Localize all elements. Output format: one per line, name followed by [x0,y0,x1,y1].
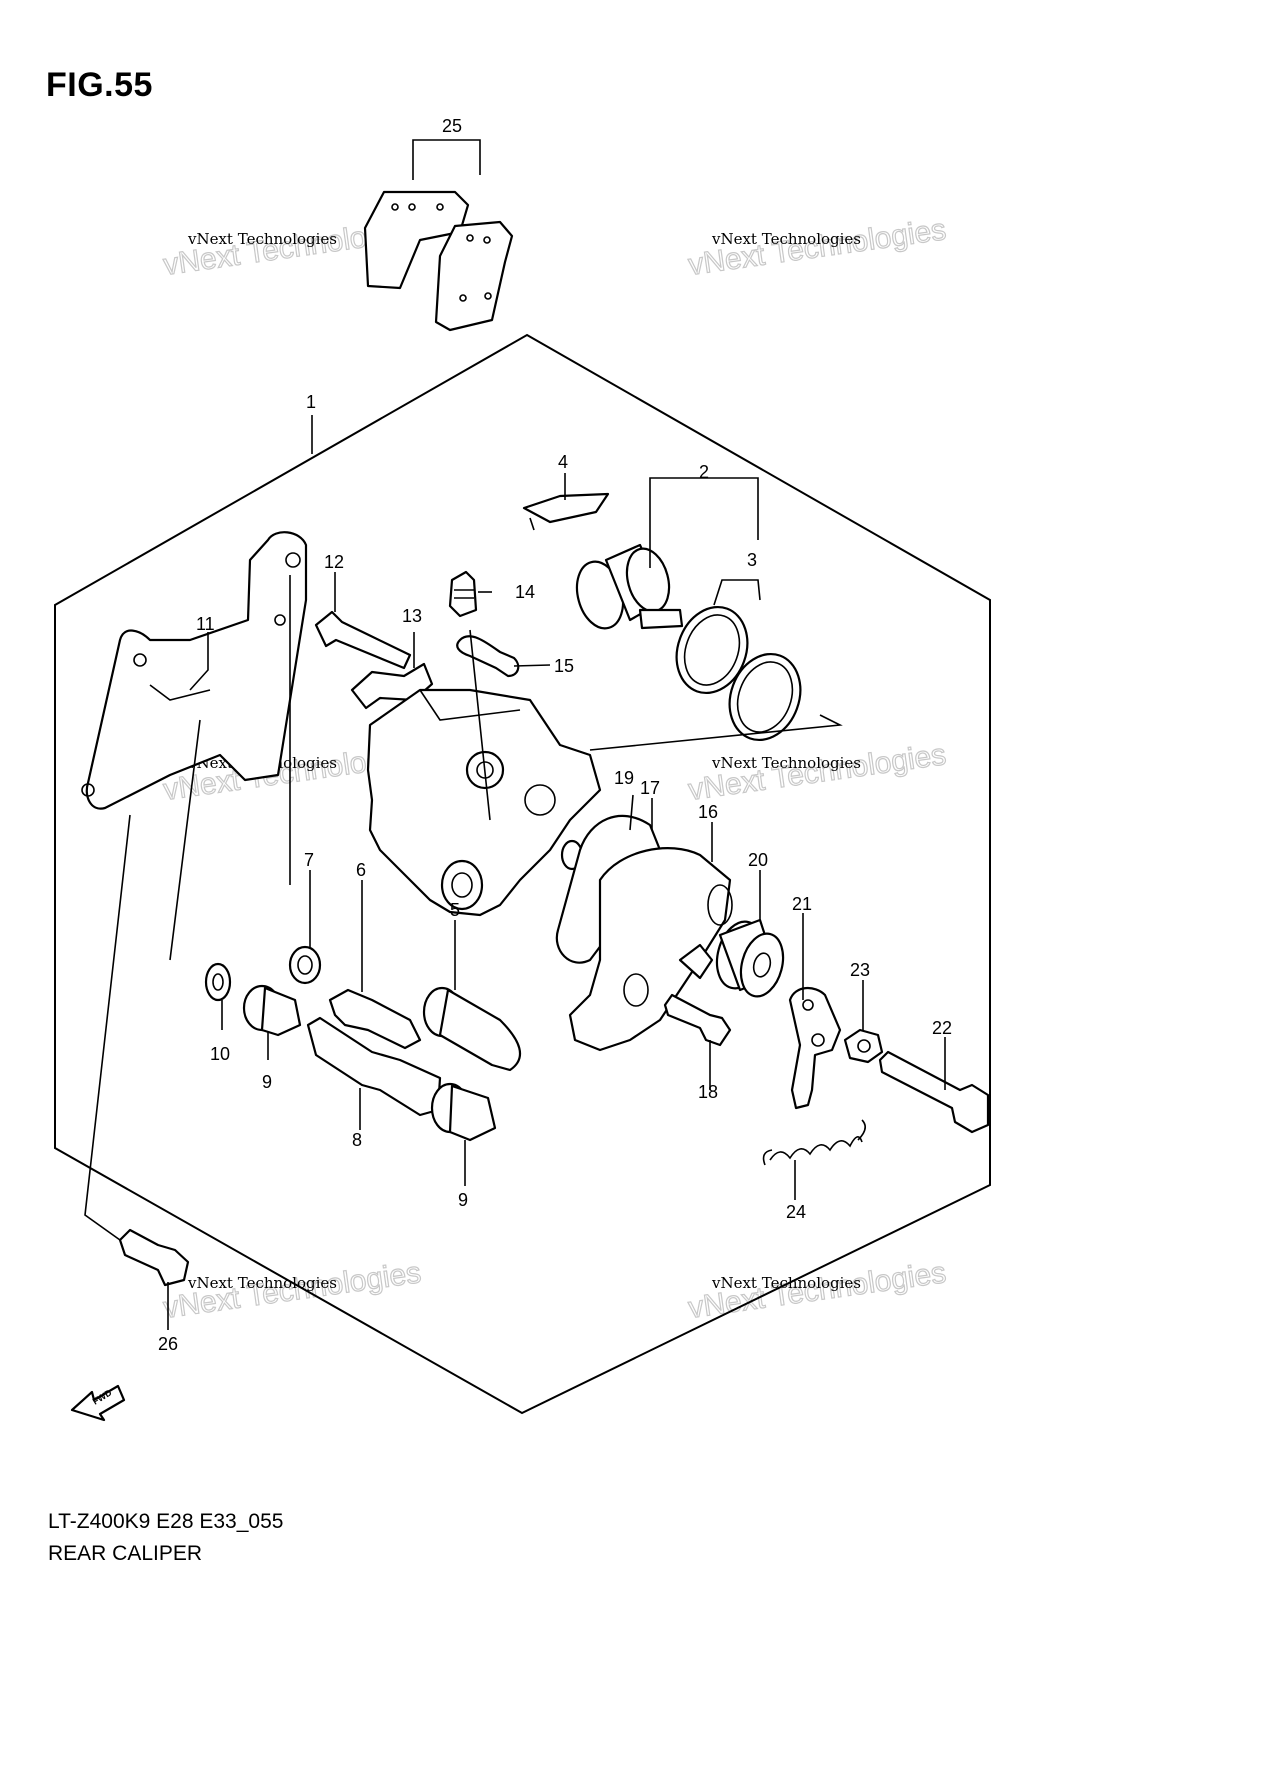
part-6-slide-pin [328,988,422,1050]
watermark-mid-right: vNext Technologies vNext Technologies [686,738,949,808]
part-5-boot [422,986,521,1072]
part-26-bolt [118,1228,190,1287]
assembly-frame [54,333,991,1415]
watermark-bottom-left: vNext Technologies vNext Technologies [161,1256,424,1326]
watermark-small: vNext Technologies [711,230,861,248]
callout-10: 10 [210,1044,230,1064]
watermark-large: vNext Technologies [686,738,948,807]
watermark-small: vNext Technologies [711,1274,861,1292]
figure-title: FIG.55 [46,66,153,104]
callout-22: 22 [932,1018,952,1038]
callout-15: 15 [554,656,574,676]
part-22-adjuster-bolt [878,1050,990,1134]
part-11-caliper-bracket [81,531,308,810]
callout-24: 24 [786,1202,806,1222]
model-code: LT-Z400K9 E28 E33_055 [48,1510,284,1533]
leader-lines [84,415,946,1330]
part-20-cam [715,918,785,998]
callout-9-lower: 9 [458,1190,468,1210]
callout-18: 18 [698,1082,718,1102]
part-14-bleeder-valve [448,570,478,618]
part-12-bolt [314,610,412,670]
callout-8: 8 [352,1130,362,1150]
callout-5: 5 [450,900,460,920]
callout-12: 12 [324,552,344,572]
callout-21: 21 [792,894,812,914]
callout-3: 3 [747,550,757,570]
callout-16: 16 [698,802,718,822]
part-10-washer [204,962,232,1002]
callout-11: 11 [196,614,215,634]
part-9-boot-lower [430,1082,497,1142]
callout-20: 20 [748,850,768,870]
callout-17: 17 [640,778,660,798]
part-3-piston-seals [589,579,843,751]
callout-13: 13 [402,606,422,626]
callout-2: 2 [699,462,709,482]
part-2-piston [575,477,759,630]
diagram-caption: REAR CALIPER [48,1542,203,1565]
callout-25: 25 [442,116,462,136]
part-18-bolt [663,993,732,1047]
callout-1: 1 [306,392,316,412]
watermark-small: vNext Technologies [711,754,861,772]
caliper-body [366,629,602,917]
callout-26: 26 [158,1334,178,1354]
part-4-clip [522,492,610,531]
part-24-spring [762,1119,866,1166]
callout-23: 23 [850,960,870,980]
part-23-nut [843,1028,884,1064]
fwd-arrow-icon: FWD [70,1384,126,1422]
callout-4: 4 [558,452,568,472]
watermark-small: vNext Technologies [187,1274,337,1292]
part-15-bleeder-cap [456,635,520,678]
callout-19: 19 [614,768,634,788]
part-9-boot-upper [242,984,302,1037]
part-7-washer [288,945,322,985]
callout-6: 6 [356,860,366,880]
callout-14: 14 [515,582,535,602]
callout-7: 7 [304,850,314,870]
part-21-parking-lever [788,987,842,1110]
watermark-small: vNext Technologies [187,230,337,248]
part-16-parking-brake-housing [568,847,733,1052]
part-25-brake-pads [363,139,514,332]
callout-9-upper: 9 [262,1072,272,1092]
watermark-top-right: vNext Technologies vNext Technologies [686,213,949,283]
